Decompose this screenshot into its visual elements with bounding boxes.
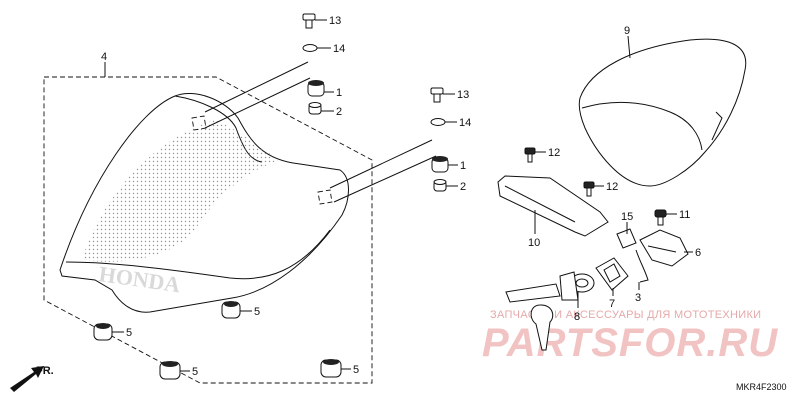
screw-11[interactable] (654, 209, 667, 226)
latch-cable-3[interactable] (635, 249, 649, 283)
grommet-1-lower[interactable] (431, 156, 449, 173)
guide-line (329, 139, 433, 189)
callout-10: 10 (528, 237, 540, 249)
front-direction-label: FR. (36, 365, 54, 377)
collar-2-upper[interactable] (308, 102, 322, 115)
seat-lock-8[interactable] (505, 271, 595, 351)
front-direction-arrow (10, 366, 44, 392)
cushion-5d[interactable] (320, 359, 342, 378)
washer-14-lower[interactable] (430, 118, 446, 126)
watermark-logo: PARTSFOR.RU (482, 321, 778, 365)
bolt-13-upper[interactable] (302, 13, 316, 29)
callout-14a: 14 (333, 43, 345, 55)
callout-2b: 2 (460, 181, 466, 193)
cushion-5b[interactable] (93, 323, 113, 341)
guide-line (333, 155, 437, 203)
guide-line (204, 61, 309, 113)
callout-13a: 13 (329, 15, 341, 27)
callout-1a: 1 (336, 87, 342, 99)
cushion-5a[interactable] (221, 301, 241, 319)
callout-11: 11 (679, 209, 690, 221)
callout-14b: 14 (459, 117, 471, 129)
callout-12a: 12 (548, 147, 560, 159)
diagram-code: MKR4F2300 (736, 382, 787, 392)
callout-5c: 5 (192, 366, 198, 378)
callout-8: 8 (574, 311, 580, 323)
callout-15: 15 (621, 211, 633, 223)
collar-2-lower[interactable] (433, 179, 447, 192)
washer-14-upper[interactable] (302, 44, 318, 52)
callout-leaders (104, 19, 693, 372)
cushion-5c[interactable] (159, 361, 181, 380)
seat-assembly-outline (43, 76, 373, 384)
callout-1b: 1 (460, 160, 466, 172)
callout-7: 7 (609, 298, 615, 310)
callout-5d: 5 (353, 364, 359, 376)
watermark-text: ЗАПЧАСТИ И АКСЕССУАРЫ ДЛЯ МОТОТЕХНИКИ (490, 309, 761, 321)
seat-latch-6[interactable] (639, 229, 689, 267)
callout-4: 4 (101, 51, 107, 63)
pillion-seat[interactable] (578, 38, 747, 187)
grommet-1-upper[interactable] (307, 80, 325, 97)
seat-bracket-10[interactable] (497, 175, 609, 237)
callout-5a: 5 (254, 306, 260, 318)
rider-seat[interactable]: HONDA (59, 92, 349, 313)
bolt-12-left[interactable] (524, 147, 536, 163)
bolt-12-right[interactable] (583, 181, 595, 197)
callout-6: 6 (695, 247, 701, 259)
bolt-13-lower[interactable] (430, 87, 444, 103)
guide-line (204, 77, 311, 129)
pin-15[interactable] (616, 228, 637, 249)
callout-12b: 12 (606, 181, 618, 193)
callout-2a: 2 (336, 106, 342, 118)
callout-3: 3 (635, 292, 641, 304)
lock-plate-7[interactable] (595, 257, 629, 291)
callout-5b: 5 (126, 327, 132, 339)
callout-13b: 13 (457, 89, 469, 101)
callout-9: 9 (624, 25, 630, 37)
